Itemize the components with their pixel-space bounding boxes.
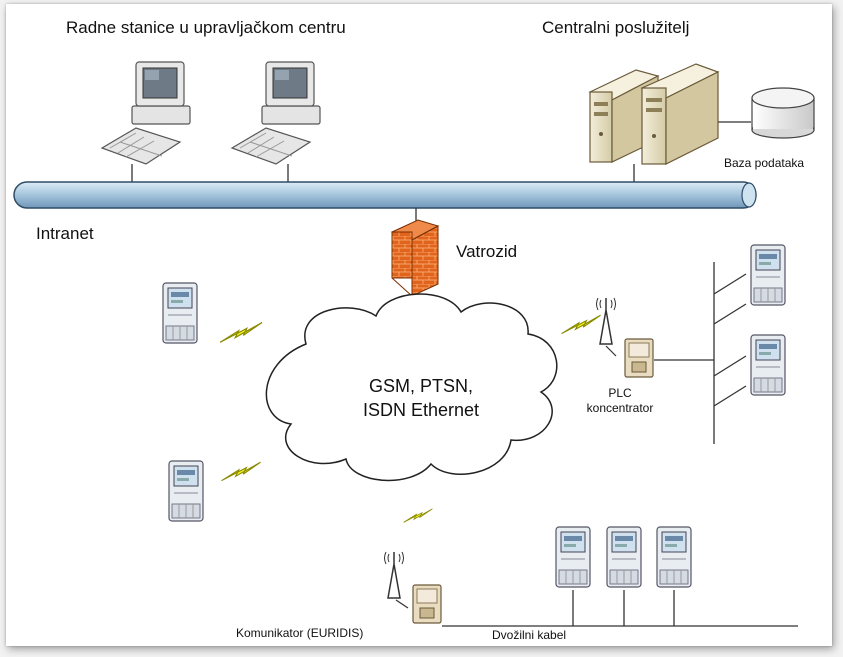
diagram-frame: Radne stanice u upravljačkom centru Cent… bbox=[6, 4, 832, 646]
antenna-icon bbox=[384, 551, 404, 599]
network-label: GSM, PTSN, ISDN Ethernet bbox=[346, 374, 496, 422]
communicator-label: Komunikator (EURIDIS) bbox=[236, 626, 364, 640]
meter-icon bbox=[750, 334, 786, 396]
network-diagram bbox=[13, 61, 815, 627]
lightning-icon bbox=[220, 461, 262, 482]
plc-label: PLC koncentrator bbox=[580, 386, 660, 416]
antenna-link bbox=[395, 599, 409, 609]
communicator-icon bbox=[412, 584, 442, 624]
cable-drops bbox=[572, 590, 675, 626]
plc-label-line1: PLC bbox=[608, 386, 632, 400]
firewall-icon bbox=[390, 219, 440, 297]
server-icon bbox=[640, 63, 720, 165]
cloud-icon bbox=[265, 293, 558, 482]
central-server-label: Centralni poslužitelj bbox=[542, 18, 690, 37]
workstation-icon bbox=[101, 61, 191, 165]
meter-icon bbox=[555, 526, 591, 588]
meter-icon bbox=[750, 244, 786, 306]
distribution-line bbox=[713, 262, 747, 444]
workstation-icon bbox=[231, 61, 321, 165]
cable-label: Dvožilni kabel bbox=[492, 628, 567, 642]
meter-icon bbox=[606, 526, 642, 588]
meter-icon bbox=[168, 460, 204, 522]
network-label-line1: GSM, PTSN, bbox=[368, 376, 473, 396]
network-label-line2: ISDN Ethernet bbox=[362, 400, 480, 420]
lightning-icon bbox=[402, 507, 434, 524]
antenna-icon bbox=[596, 297, 616, 345]
concentrator-icon bbox=[624, 338, 654, 378]
meter-icon bbox=[162, 282, 198, 344]
database-label: Baza podataka bbox=[724, 156, 805, 170]
lightning-icon bbox=[560, 314, 602, 335]
plc-label-line2: koncentrator bbox=[586, 401, 654, 415]
lightning-icon bbox=[219, 321, 263, 344]
intranet-bus bbox=[13, 181, 757, 209]
antenna-link bbox=[605, 345, 617, 357]
bus-connectors bbox=[131, 121, 751, 182]
intranet-label: Intranet bbox=[36, 224, 94, 243]
meter-icon bbox=[656, 526, 692, 588]
workstations-label: Radne stanice u upravljačkom centru bbox=[66, 18, 346, 37]
database-icon bbox=[751, 87, 815, 139]
firewall-label: Vatrozid bbox=[456, 242, 518, 261]
